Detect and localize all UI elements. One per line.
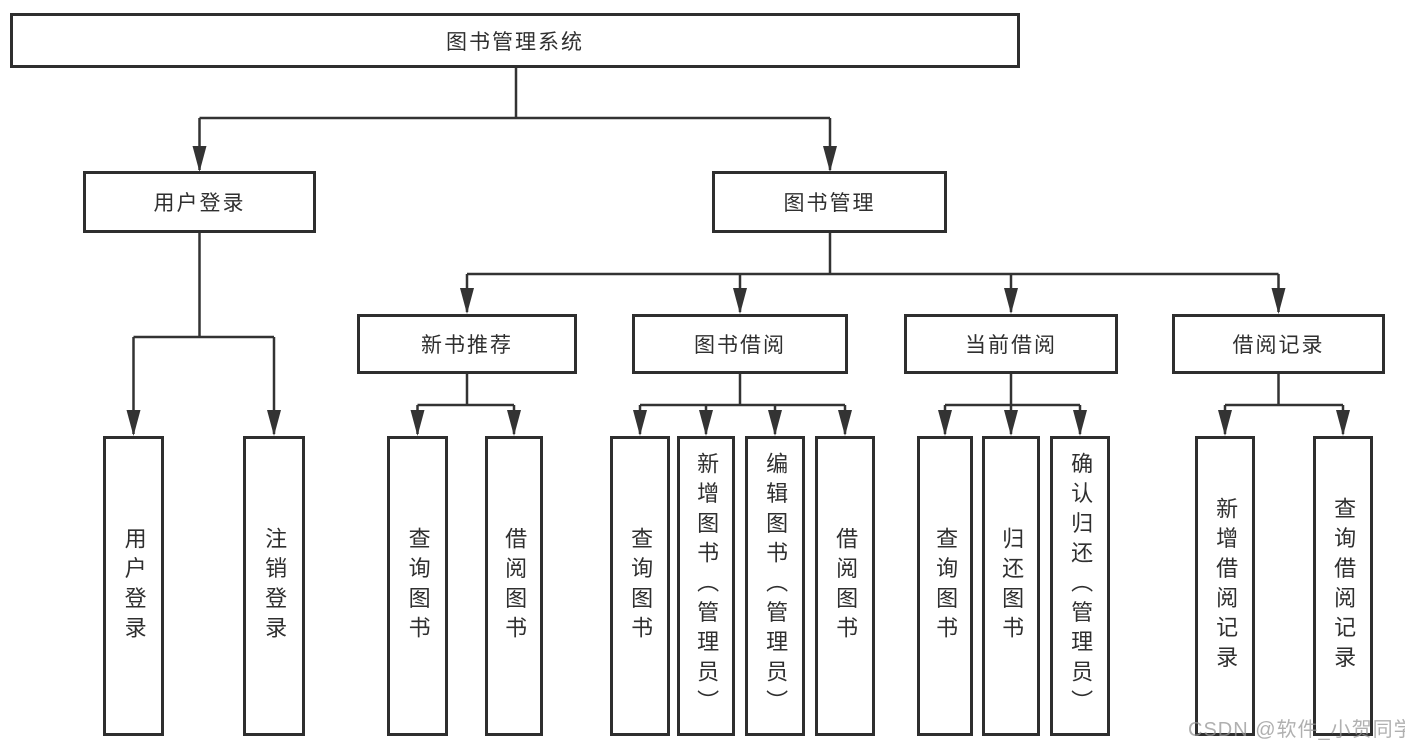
leaf-query-books: 查询图书	[610, 436, 670, 736]
leaf-logout: 注销登录	[243, 436, 305, 736]
arrowheads	[126, 146, 1350, 436]
node-current-borrow: 当前借阅	[904, 314, 1118, 374]
node-label: 借阅记录	[1232, 334, 1325, 357]
node-label: 图书管理	[783, 192, 876, 215]
node-label: 确认归还（管理员）	[1068, 452, 1094, 720]
leaf-borrow-books: 借阅图书	[815, 436, 875, 736]
arrowhead-icon	[823, 146, 837, 172]
node-label: 查询图书	[405, 526, 431, 646]
node-label: 查询图书	[933, 526, 959, 646]
leaf-return-books: 归还图书	[982, 436, 1040, 736]
arrowhead-icon	[460, 288, 474, 314]
node-label: 用户登录	[153, 192, 246, 215]
leaf-query-borrow-record: 查询借阅记录	[1313, 436, 1373, 736]
arrowhead-icon	[1336, 410, 1350, 436]
node-book-borrow: 图书借阅	[632, 314, 848, 374]
arrowhead-icon	[699, 410, 713, 436]
leaf-add-borrow-record: 新增借阅记录	[1195, 436, 1255, 736]
node-new-book-recommend: 新书推荐	[357, 314, 577, 374]
arrowhead-icon	[838, 410, 852, 436]
edge-borrowrecords-rail	[1223, 374, 1345, 434]
leaf-edit-books-admin: 编辑图书（管理员）	[745, 436, 805, 736]
csdn-watermark: CSDN @软件_小贺同学	[1188, 719, 1405, 741]
edge-root-rail	[198, 68, 832, 170]
leaf-user-login: 用户登录	[103, 436, 164, 736]
arrowhead-icon	[633, 410, 647, 436]
node-label: 新书推荐	[421, 334, 513, 357]
arrowhead-icon	[507, 410, 521, 436]
leaf-query-books: 查询图书	[917, 436, 973, 736]
node-book-management: 图书管理	[712, 171, 947, 233]
edge-bookmgmt-rail	[465, 233, 1280, 312]
node-label: 注销登录	[262, 526, 288, 646]
node-label: 当前借阅	[965, 334, 1057, 357]
tree-edges	[132, 68, 1345, 434]
arrowhead-icon	[733, 288, 747, 314]
node-label: 归还图书	[999, 526, 1025, 646]
arrowhead-icon	[768, 410, 782, 436]
node-label: 借阅图书	[833, 526, 859, 646]
arrowhead-icon	[1073, 410, 1087, 436]
arrowhead-icon	[267, 410, 281, 436]
arrowhead-icon	[1004, 288, 1018, 314]
leaf-add-books-admin: 新增图书（管理员）	[677, 436, 735, 736]
arrowhead-icon	[1004, 410, 1018, 436]
arrowhead-icon	[410, 410, 425, 436]
arrowhead-icon	[1218, 410, 1232, 436]
arrowhead-icon	[1271, 288, 1286, 314]
node-label: 查询借阅记录	[1331, 496, 1357, 676]
arrowhead-icon	[192, 146, 207, 172]
node-label: 图书管理系统	[446, 30, 584, 54]
node-library-system: 图书管理系统	[10, 13, 1020, 68]
node-label: 图书借阅	[694, 334, 786, 357]
node-user-login: 用户登录	[83, 171, 316, 233]
node-borrow-records: 借阅记录	[1172, 314, 1385, 374]
node-label: 借阅图书	[502, 526, 528, 646]
node-label: 新增图书（管理员）	[694, 452, 720, 720]
edge-bookborrow-rail	[638, 374, 847, 434]
arrowhead-icon	[938, 410, 952, 436]
node-label: 编辑图书（管理员）	[763, 452, 789, 720]
edge-newbooks-rail	[416, 374, 516, 434]
node-label: 用户登录	[121, 526, 147, 646]
leaf-borrow-books: 借阅图书	[485, 436, 543, 736]
arrowhead-icon	[126, 410, 141, 436]
leaf-confirm-return-admin: 确认归还（管理员）	[1050, 436, 1110, 736]
edge-userlogin-rail	[132, 233, 276, 434]
node-label: 查询图书	[628, 526, 654, 646]
leaf-query-books: 查询图书	[387, 436, 448, 736]
node-label: 新增借阅记录	[1213, 496, 1239, 676]
